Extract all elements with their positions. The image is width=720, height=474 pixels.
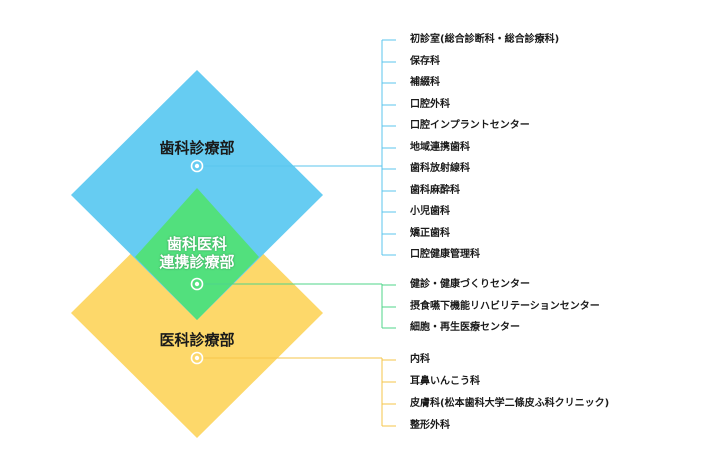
medical-bullet-icon	[190, 351, 204, 365]
department-item[interactable]: 小児歯科	[410, 206, 450, 217]
department-item[interactable]: 地域連携歯科	[410, 142, 470, 153]
department-item[interactable]: 初診室(総合診断科・総合診療科)	[410, 34, 560, 45]
department-item[interactable]: 歯科放射線科	[410, 163, 470, 174]
overlap-dept-label: 歯科医科 連携診療部	[159, 235, 235, 271]
overlap-diamond	[135, 188, 259, 320]
department-item[interactable]: 内科	[410, 354, 430, 365]
department-item[interactable]: 耳鼻いんこう科	[410, 376, 480, 387]
dental-dept-label: 歯科診療部	[159, 139, 235, 157]
overlap-connector	[203, 283, 396, 329]
department-item[interactable]: 口腔健康管理科	[410, 249, 480, 260]
dental-connector	[203, 39, 396, 256]
department-item[interactable]: 補綴科	[410, 77, 440, 88]
department-item[interactable]: 口腔インプラントセンター	[410, 120, 530, 131]
department-item[interactable]: 皮膚科(松本歯科大学二條皮ふ科クリニック)	[410, 398, 610, 409]
dental-bullet-icon	[190, 159, 204, 173]
department-item[interactable]: 健診・健康づくりセンター	[410, 279, 530, 290]
department-item[interactable]: 保存科	[410, 56, 440, 67]
department-item[interactable]: 整形外科	[410, 420, 450, 431]
medical-dept-label: 医科診療部	[159, 331, 235, 349]
department-item[interactable]: 矯正歯科	[410, 228, 450, 239]
department-item[interactable]: 歯科麻酔科	[410, 185, 460, 196]
overlap-bullet-icon	[190, 277, 204, 291]
department-item[interactable]: 摂食嚥下機能リハビリテーションセンター	[410, 301, 600, 312]
medical-connector	[203, 357, 396, 427]
department-item[interactable]: 細胞・再生医療センター	[410, 322, 520, 333]
department-item[interactable]: 口腔外科	[410, 99, 450, 110]
